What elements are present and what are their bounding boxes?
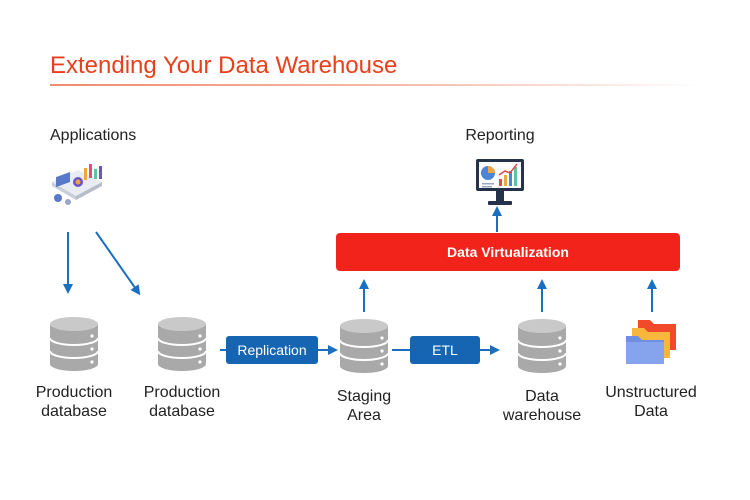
data-virtualization-bar: Data Virtualization [336,233,680,271]
unstructured-data-label: Unstructured Data [605,384,697,420]
applications-dashboard-icon [48,160,104,215]
applications-label: Applications [50,127,137,144]
database-icon [156,316,208,377]
arrow-apps-to-db2 [95,231,141,296]
production-database-1-label: Production database [35,384,113,420]
data-warehouse-label: Data warehouse [502,388,582,424]
monitor-chart-icon [474,157,526,214]
title-divider [50,84,700,86]
replication-process: Replication [226,336,318,364]
folders-icon [624,316,680,371]
database-icon [338,318,390,379]
database-icon [48,316,100,377]
database-icon [516,318,568,379]
staging-area-label: Staging Area [336,388,392,424]
page-title: Extending Your Data Warehouse [50,52,398,79]
reporting-label: Reporting [465,127,535,144]
etl-process: ETL [410,336,480,364]
production-database-2-label: Production database [143,384,221,420]
